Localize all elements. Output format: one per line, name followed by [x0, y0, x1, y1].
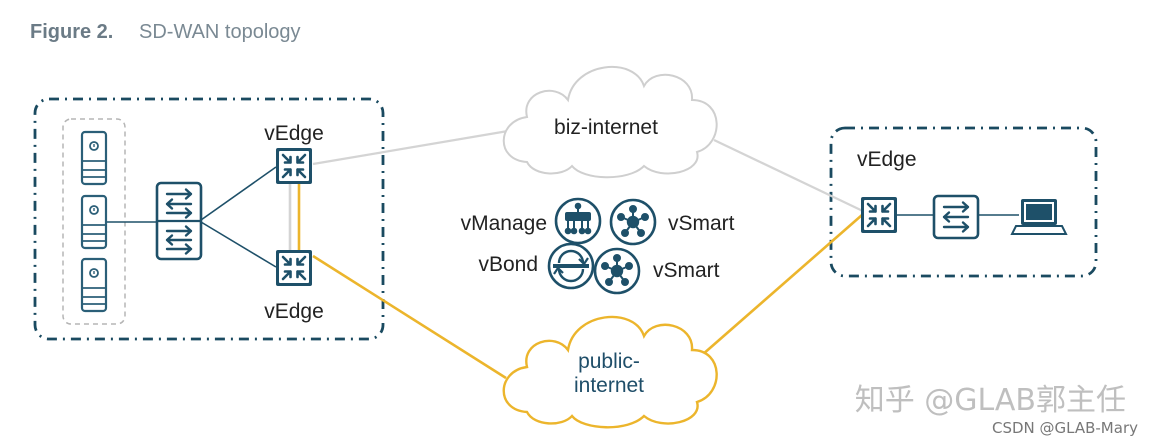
figure-label: Figure 2.: [30, 21, 113, 43]
watermark-sub: CSDN @GLAB-Mary: [992, 419, 1138, 437]
vsmart-1-label: vSmart: [668, 212, 735, 235]
link-public-internet-to-vedge-right: [693, 214, 863, 363]
server-group-boundary: [62, 118, 126, 325]
public-internet-cloud: [502, 315, 718, 429]
server-icon: [80, 194, 108, 250]
server-icon: [80, 130, 108, 186]
vedge-bottom-left-router-icon: [276, 250, 312, 286]
right-site-boundary: [829, 126, 1098, 278]
vedge-right-router-icon: [861, 197, 897, 233]
laptop-icon: [1010, 199, 1068, 235]
link-vedge-top-to-biz-internet: [312, 129, 509, 166]
link-biz-internet-to-vedge-right: [713, 139, 868, 214]
vsmart-2-icon: [593, 247, 641, 295]
biz-internet-cloud: [502, 65, 718, 179]
watermark-main: 知乎 @GLAB郭主任: [855, 383, 1126, 418]
left-site-boundary: [33, 97, 385, 341]
vbond-icon: [547, 242, 595, 290]
vedge-top-left-label: vEdge: [264, 122, 324, 145]
vsmart-2-label: vSmart: [653, 259, 720, 282]
right-switch-icon: [932, 194, 980, 240]
link-switch-to-vedge-bottom: [200, 221, 277, 268]
vedge-bottom-left-label: vEdge: [264, 300, 324, 323]
vsmart-1-icon: [609, 198, 657, 246]
vedge-right-label: vEdge: [857, 148, 917, 171]
vedge-top-left-router-icon: [276, 148, 312, 184]
vbond-label: vBond: [478, 253, 538, 276]
public-internet-label-line1: public-: [578, 350, 640, 373]
server-icon: [80, 257, 108, 313]
vmanage-icon: [554, 197, 602, 245]
figure-title: SD-WAN topology: [139, 21, 301, 43]
left-switch-icon: [155, 181, 203, 261]
biz-internet-label: biz-internet: [554, 116, 658, 139]
public-internet-label-line2: internet: [574, 374, 644, 397]
vmanage-label: vManage: [461, 212, 547, 235]
link-switch-to-vedge-top: [200, 166, 277, 221]
link-vedge-bottom-to-public-internet: [312, 254, 507, 380]
